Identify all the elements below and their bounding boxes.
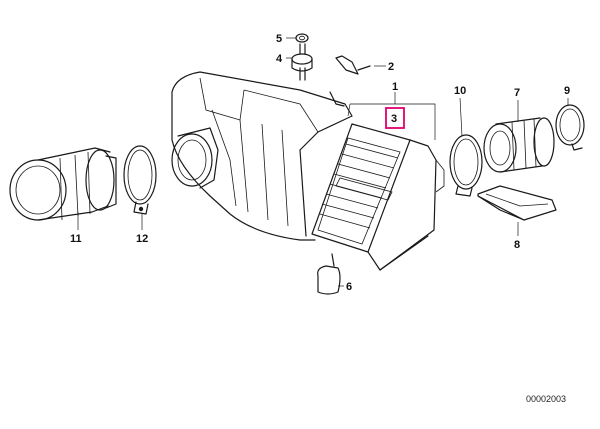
part-rubber-cap[interactable] — [317, 253, 341, 295]
callout-8[interactable]: 8 — [514, 239, 520, 251]
part-nut[interactable] — [295, 33, 309, 43]
callout-9[interactable]: 9 — [564, 85, 570, 97]
callout-12[interactable]: 12 — [136, 233, 148, 245]
leader-lines — [77, 37, 569, 287]
callout-4[interactable]: 4 — [276, 53, 283, 65]
callout-5[interactable]: 5 — [276, 33, 282, 45]
callout-11[interactable]: 11 — [70, 233, 82, 245]
part-rubber-boot[interactable] — [483, 117, 555, 173]
callout-10[interactable]: 10 — [454, 85, 466, 97]
part-air-filter-housing[interactable] — [171, 71, 353, 241]
part-intake-funnel[interactable] — [9, 147, 117, 221]
part-housing-lid[interactable] — [367, 139, 445, 271]
callout-2[interactable]: 2 — [388, 61, 394, 73]
part-hose-clamp-center[interactable] — [449, 134, 483, 197]
highlight-box — [385, 107, 405, 129]
part-filter-element[interactable] — [311, 123, 411, 253]
part-hose-clamp-right[interactable] — [555, 104, 585, 151]
callout-6[interactable]: 6 — [346, 281, 352, 293]
callout-3-highlight[interactable]: 3 — [385, 107, 405, 129]
callout-3[interactable]: 3 — [391, 113, 397, 125]
part-spring-clip[interactable] — [329, 55, 371, 107]
callout-1[interactable]: 1 — [392, 81, 398, 93]
document-number: 00002003 — [525, 394, 566, 404]
callout-labels: 5 4 2 1 10 7 9 8 6 11 12 — [70, 33, 570, 293]
callout-7[interactable]: 7 — [514, 87, 520, 99]
part-rubber-mount[interactable] — [291, 43, 313, 81]
part-heat-shield[interactable] — [477, 185, 557, 221]
part-hose-clamp-left[interactable] — [123, 145, 157, 215]
